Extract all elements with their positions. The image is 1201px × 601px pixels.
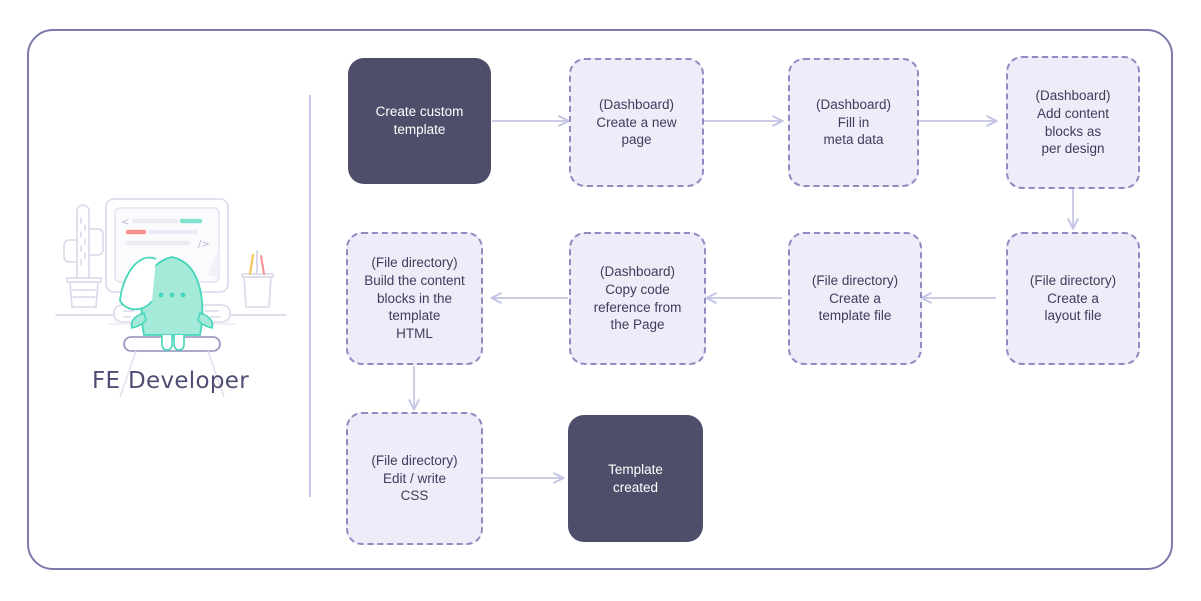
node-create-custom-template[interactable]: Create custom template bbox=[348, 58, 491, 184]
node-file-directory-create-a-template-file[interactable]: (File directory) Create a template file bbox=[788, 232, 922, 365]
vertical-divider bbox=[309, 95, 311, 497]
fe-developer-illustration: < /> bbox=[48, 185, 293, 400]
node-label: (Dashboard) Add content blocks as per de… bbox=[1035, 87, 1111, 157]
node-file-directory-build-content-blocks[interactable]: (File directory) Build the content block… bbox=[346, 232, 483, 365]
node-label: (File directory) Edit / write CSS bbox=[371, 452, 458, 504]
node-label: (File directory) Create a layout file bbox=[1029, 272, 1117, 324]
node-dashboard-add-content-blocks[interactable]: (Dashboard) Add content blocks as per de… bbox=[1006, 56, 1140, 189]
node-file-directory-edit-write-css[interactable]: (File directory) Edit / write CSS bbox=[346, 412, 483, 545]
node-dashboard-create-a-new-page[interactable]: (Dashboard) Create a new page bbox=[569, 58, 704, 187]
node-label: (File directory) Build the content block… bbox=[364, 254, 465, 342]
node-label: (File directory) Create a template file bbox=[811, 272, 899, 324]
node-template-created[interactable]: Template created bbox=[568, 415, 703, 542]
node-dashboard-fill-in-meta-data[interactable]: (Dashboard) Fill in meta data bbox=[788, 58, 919, 187]
node-label: (Dashboard) Fill in meta data bbox=[815, 96, 892, 148]
node-label: (Dashboard) Create a new page bbox=[596, 96, 677, 148]
node-label: Create custom template bbox=[375, 104, 464, 137]
persona-label: FE Developer bbox=[92, 368, 249, 394]
svg-text:/>: /> bbox=[198, 239, 210, 250]
node-file-directory-create-a-layout-file[interactable]: (File directory) Create a layout file bbox=[1006, 232, 1140, 365]
svg-text:<: < bbox=[121, 217, 129, 228]
node-label: Template created bbox=[608, 461, 663, 495]
node-label: (Dashboard) Copy code reference from the… bbox=[593, 263, 682, 333]
node-dashboard-copy-code-reference[interactable]: (Dashboard) Copy code reference from the… bbox=[569, 232, 706, 365]
